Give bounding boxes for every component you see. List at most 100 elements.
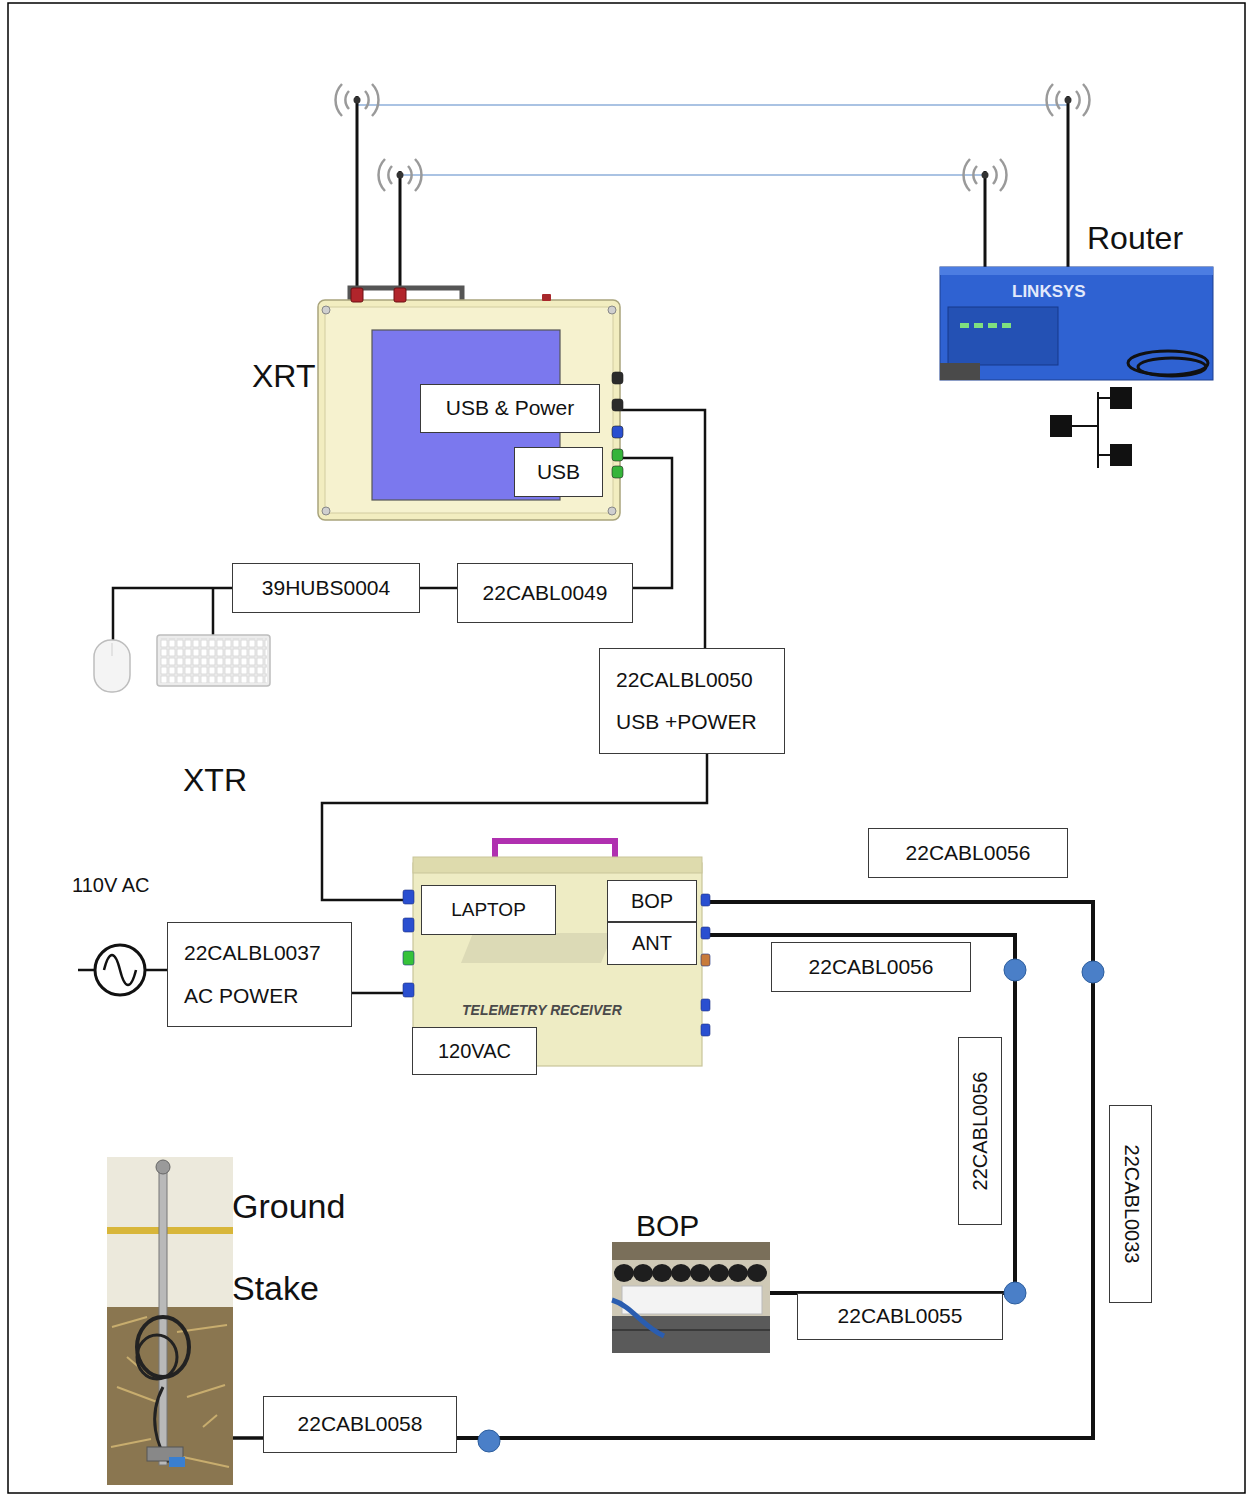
box-label: ANT — [632, 932, 672, 955]
cable-joint — [1004, 959, 1026, 981]
box-label: 22CABL0055 — [838, 1304, 963, 1328]
wireless-link — [400, 175, 985, 283]
box-label: LAPTOP — [451, 899, 526, 921]
cable-coil — [137, 1317, 189, 1377]
network-symbol — [1072, 392, 1110, 468]
case-screw — [608, 507, 616, 515]
network-node — [1050, 415, 1072, 437]
box-label: 22CABL0058 — [298, 1412, 423, 1436]
box-label: USB +POWER — [616, 710, 757, 734]
wifi-arcs — [1047, 84, 1090, 116]
box-label: AC POWER — [184, 984, 298, 1008]
status-light — [974, 323, 983, 328]
antenna-jack — [351, 288, 363, 302]
bop-band — [622, 1286, 762, 1314]
router-base — [940, 363, 980, 380]
port-label: LAPTOP — [421, 885, 556, 935]
rig-floor — [612, 1242, 770, 1260]
side-port — [701, 894, 710, 906]
box-label: 22CABL0056 — [809, 955, 934, 979]
wifi-arcs — [336, 84, 379, 116]
network-branch — [1098, 454, 1110, 456]
port-label: ANT — [607, 922, 697, 965]
box-label: 22CABL0033 — [1119, 1145, 1142, 1264]
flange-bolt — [633, 1264, 653, 1282]
wifi-arcs — [964, 159, 1007, 191]
side-port — [612, 399, 623, 411]
side-port — [403, 918, 414, 932]
sensor-cable — [612, 1300, 664, 1336]
box-label: 22CABL0049 — [483, 581, 608, 605]
device-label: XRT — [252, 358, 315, 395]
side-port — [701, 1024, 710, 1036]
cable-label: 22CABL0056 — [868, 828, 1068, 878]
bop-ring — [612, 1329, 770, 1331]
flange-bolt — [747, 1264, 767, 1282]
bop-body — [612, 1316, 770, 1353]
power-label: 120VAC — [412, 1027, 537, 1075]
box-label: 39HUBS0004 — [262, 576, 390, 600]
voltage-label: 110V AC — [72, 874, 149, 897]
case-screw — [322, 507, 330, 515]
side-port — [701, 999, 710, 1011]
side-port — [612, 372, 623, 384]
stake-illustration — [107, 1157, 233, 1485]
device-label: Ground Stake — [232, 1165, 372, 1329]
bop-photo: BOP — [612, 1242, 770, 1353]
mouse-seam — [112, 643, 113, 656]
ground-stake-photo: Ground Stake — [107, 1157, 233, 1485]
wireless-link — [357, 105, 1068, 283]
box-label: 22CALBL0050 — [616, 668, 753, 692]
cable-joint — [1004, 1282, 1026, 1304]
antenna-mast — [399, 171, 402, 300]
box-label: USB & Power — [446, 396, 574, 420]
box-label: 22CABL0056 — [969, 1072, 992, 1191]
cable-label: 22CABL0056 — [958, 1037, 1002, 1225]
straw — [203, 1415, 217, 1427]
stake-cap — [156, 1160, 170, 1174]
network-node — [1110, 387, 1132, 409]
side-port — [612, 466, 623, 478]
page-frame — [8, 3, 1245, 1493]
side-port — [701, 927, 710, 939]
cable-plug — [169, 1457, 185, 1467]
peripheral-wire — [113, 588, 232, 640]
straw — [187, 1385, 225, 1397]
case-body — [318, 300, 620, 520]
side-port — [612, 449, 623, 461]
network-bus — [1097, 392, 1099, 468]
case-body — [413, 863, 702, 1066]
sensor-cable — [697, 935, 1015, 1293]
mouse-icon — [94, 640, 130, 692]
case-screw — [322, 306, 330, 314]
wifi-symbol — [336, 84, 1090, 191]
ac-lead — [78, 969, 95, 972]
antenna-tip — [397, 172, 404, 179]
telemetry-receiver: LAPTOPBOPANT120VACXTR — [413, 835, 702, 1068]
side-port — [403, 983, 414, 997]
straw — [117, 1387, 157, 1402]
cable-label: 22CALBL0050USB +POWER — [599, 648, 785, 754]
brand-print: LINKSYS — [1012, 282, 1086, 302]
device-label: Router — [1087, 220, 1183, 257]
switch — [542, 294, 551, 301]
screen — [372, 330, 560, 500]
cable-label: 22CABL0058 — [263, 1396, 457, 1453]
box-label: 22CABL0056 — [906, 841, 1031, 865]
cable-label: 22CABL0049 — [457, 563, 633, 623]
keyboard-keys — [160, 638, 267, 683]
side-port — [612, 426, 623, 438]
cable-label: 22CABL0055 — [797, 1293, 1003, 1340]
antenna-tip — [354, 97, 361, 104]
straw — [112, 1317, 147, 1327]
case-panel — [325, 307, 613, 513]
flange-bolt — [709, 1264, 729, 1282]
router-body — [940, 267, 1213, 380]
antenna-tip — [982, 172, 989, 179]
flange-bolt — [671, 1264, 691, 1282]
antenna-mast — [984, 171, 987, 268]
port-label: BOP — [607, 880, 697, 922]
status-light — [1002, 323, 1011, 328]
case-lid — [413, 857, 702, 873]
logo-mark — [461, 933, 613, 963]
